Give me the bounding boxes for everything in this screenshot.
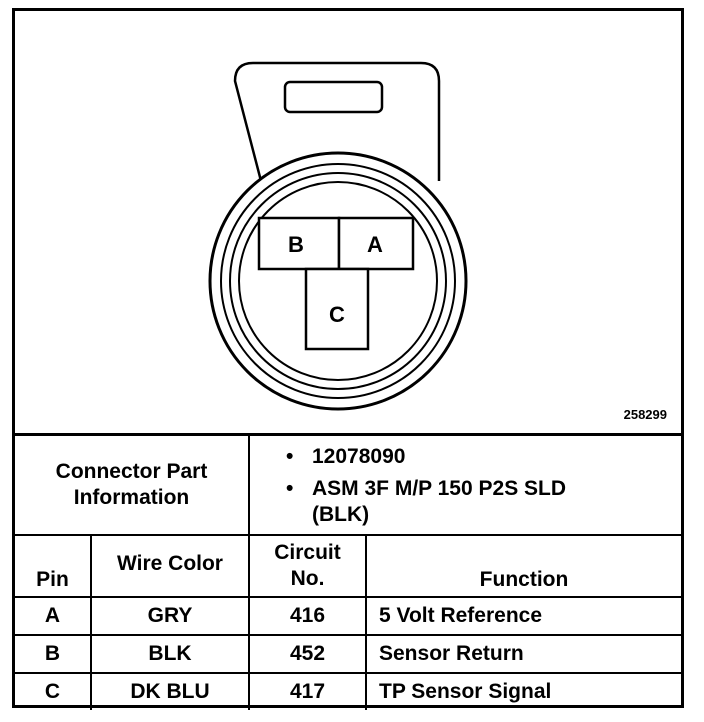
table-header-row: Pin Wire Color Circuit No. Function	[15, 534, 681, 598]
header-circuit: Circuit No.	[248, 534, 367, 598]
part-number: 12078090	[286, 444, 681, 470]
connector-diagram-area: B A C 258299	[15, 11, 681, 433]
row-function: Sensor Return	[365, 634, 681, 674]
cavity-a	[337, 216, 415, 271]
connector-sheet: B A C 258299 Connector Part Information …	[12, 8, 684, 710]
cavity-b	[257, 216, 341, 271]
table-row: A GRY 416 5 Volt Reference	[15, 596, 681, 636]
header-pin: Pin	[15, 534, 92, 598]
row-pin: B	[15, 634, 92, 674]
connector-inner-ring	[238, 181, 438, 381]
connector-latch-slot	[283, 80, 384, 114]
connector-table: Connector Part Information 12078090 ASM …	[15, 433, 681, 710]
connector-ring-2	[220, 163, 456, 399]
pin-label-c: C	[329, 302, 345, 327]
pin-label-b: B	[288, 232, 304, 257]
connector-info-values: 12078090 ASM 3F M/P 150 P2S SLD (BLK)	[248, 433, 681, 536]
connector-drawing: B A C	[208, 61, 468, 411]
pin-label-a: A	[367, 232, 383, 257]
row-circuit: 452	[248, 634, 367, 674]
row-pin: A	[15, 596, 92, 636]
connector-info-row: Connector Part Information 12078090 ASM …	[15, 433, 681, 536]
row-wire-color: GRY	[90, 596, 250, 636]
header-function: Function	[365, 534, 681, 598]
row-function: 5 Volt Reference	[365, 596, 681, 636]
row-function: TP Sensor Signal	[365, 672, 681, 710]
part-description: ASM 3F M/P 150 P2S SLD (BLK)	[286, 476, 572, 528]
row-wire-color: DK BLU	[90, 672, 250, 710]
figure-number: 258299	[623, 407, 667, 422]
connector-latch-housing	[233, 61, 441, 182]
connector-info-label: Connector Part Information	[15, 433, 250, 536]
row-circuit: 416	[248, 596, 367, 636]
cavity-c	[304, 267, 370, 351]
header-wire-color: Wire Color	[90, 534, 250, 598]
row-wire-color: BLK	[90, 634, 250, 674]
table-row: C DK BLU 417 TP Sensor Signal	[15, 672, 681, 710]
row-circuit: 417	[248, 672, 367, 710]
connector-ring-3	[229, 172, 447, 390]
table-row: B BLK 452 Sensor Return	[15, 634, 681, 674]
row-pin: C	[15, 672, 92, 710]
